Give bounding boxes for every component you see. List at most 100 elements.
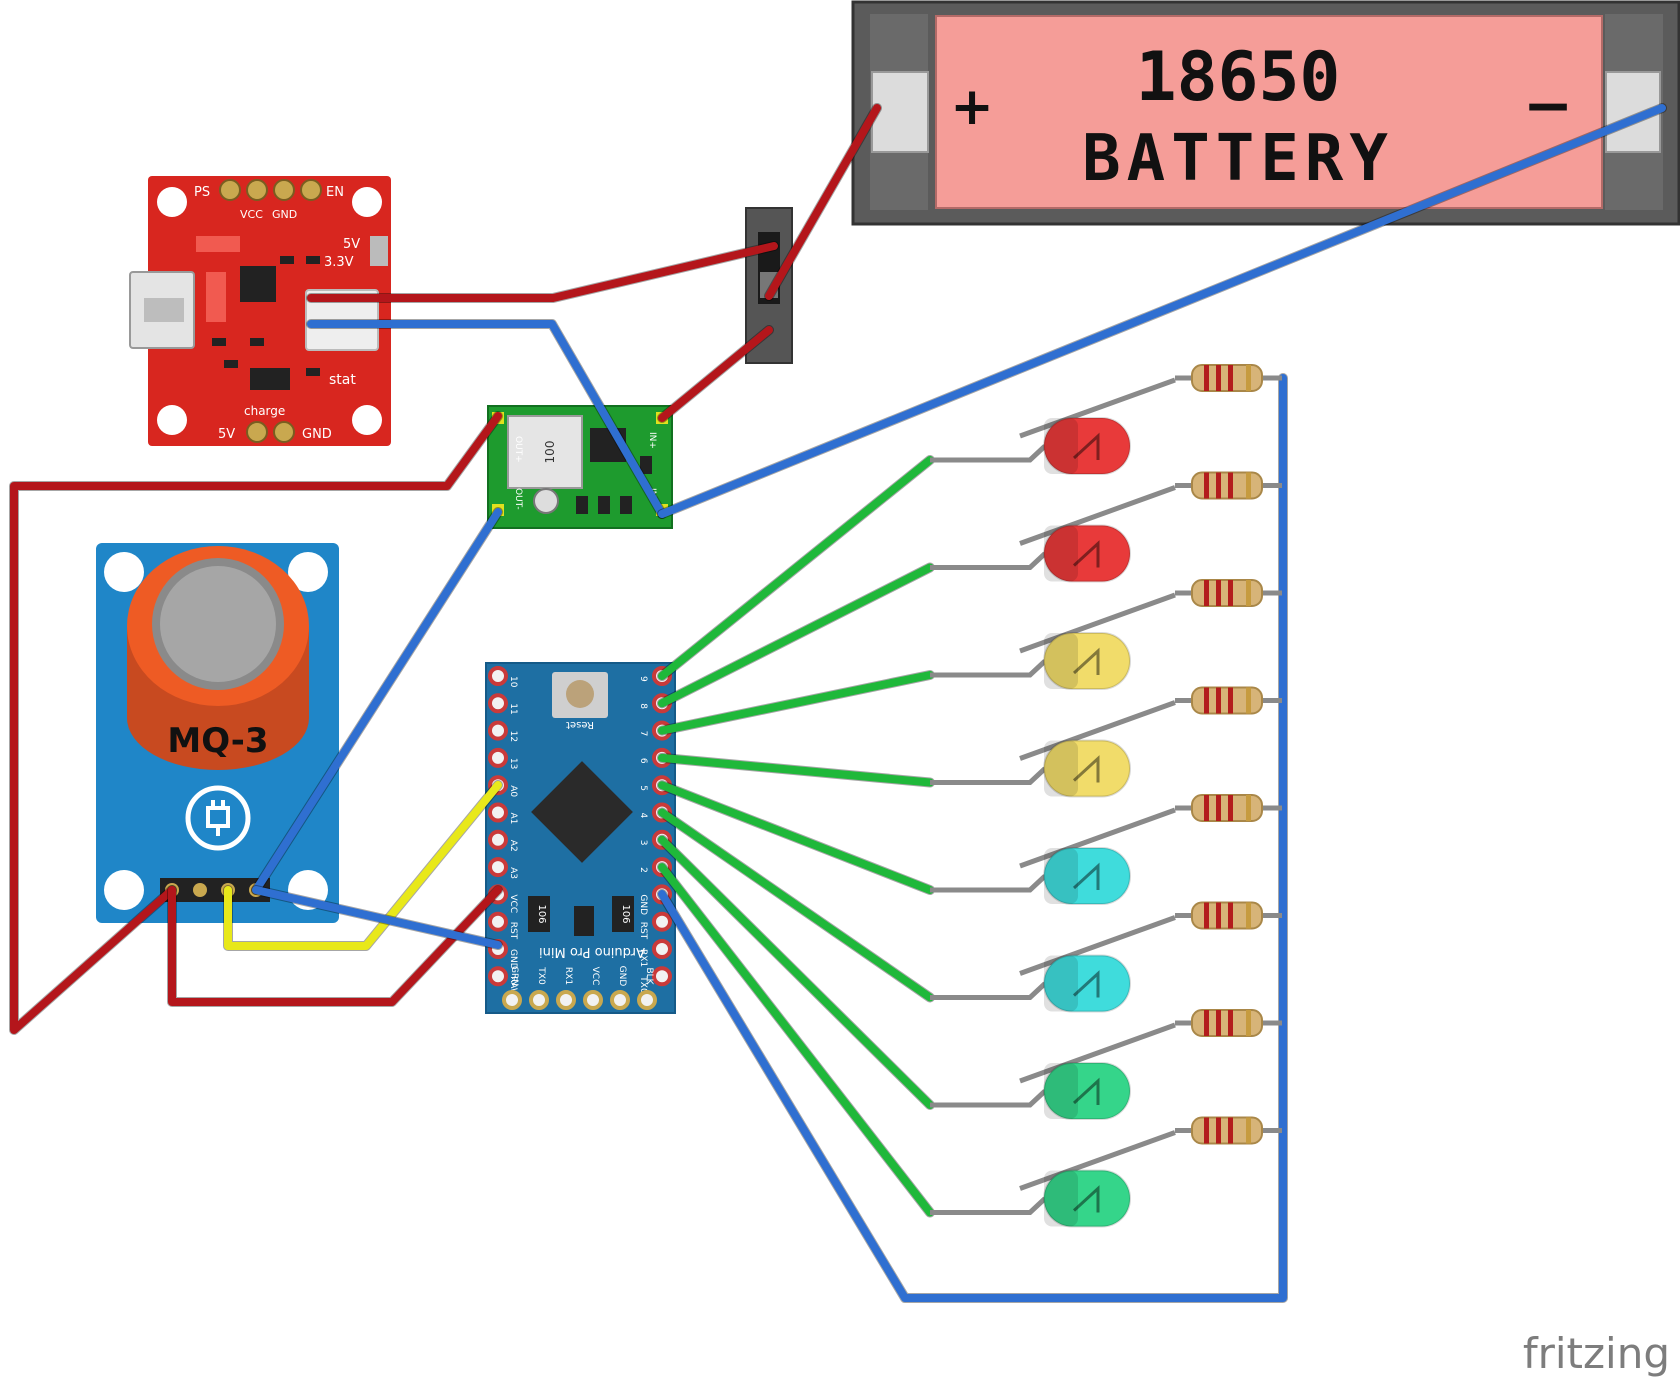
boost-inductor [507, 415, 583, 489]
arduino-name-label: Arduino Pro Mini [539, 944, 645, 959]
resistor-band [1216, 472, 1221, 499]
arduino-pin-tx0[interactable] [652, 966, 672, 987]
arduino-pin-rx1[interactable] [652, 939, 672, 959]
charger-ic [240, 266, 276, 302]
resistor-band [1204, 1117, 1209, 1144]
sensor-header [160, 878, 270, 902]
resistor-body [1191, 364, 1263, 392]
charger-label-5v: 5V [343, 237, 360, 252]
arduino-pin-label: 12 [508, 731, 518, 742]
arduino-pin-label: A1 [508, 813, 518, 825]
resistor-band [1228, 687, 1233, 714]
led-rim [1044, 418, 1078, 474]
led-lead [930, 981, 1047, 1000]
led-body [1043, 417, 1131, 475]
arduino-pin-label: GND [638, 894, 648, 915]
resistor-band [1216, 902, 1221, 929]
arduino-pin-label: RAW [508, 976, 518, 997]
arduino-bottom-pin-rx1[interactable] [556, 990, 576, 1010]
reset-label: Reset [566, 719, 594, 730]
led-lead [1019, 1130, 1176, 1191]
led-yellow[interactable] [930, 686, 1282, 798]
arduino-bottom-pin-gnd[interactable] [610, 990, 630, 1010]
arduino-bottom-pin-blk[interactable] [637, 990, 657, 1010]
led-lead [930, 766, 1047, 785]
led-red[interactable] [930, 364, 1282, 475]
battery-holder[interactable]: 18650 BATTERY + − [851, 0, 1680, 226]
led-lead [930, 1089, 1047, 1108]
booster-label-out-minus: OUT- [513, 488, 523, 510]
battery-label-line1: 18650 [1136, 38, 1341, 117]
led-rim [1044, 955, 1078, 1012]
mq3-gas-sensor[interactable]: MQ-3 [96, 543, 339, 923]
arduino-bottom-pin-label: TX0 [536, 966, 546, 985]
arduino-pin-11[interactable] [488, 693, 508, 714]
arduino-bottom-pin-grn[interactable] [502, 990, 522, 1010]
arduino-bottom-pin-label: GND [617, 966, 627, 987]
arduino-pin-13[interactable] [488, 747, 508, 768]
wire-ground-rail [658, 374, 1287, 1302]
arduino-pin-label: VCC [508, 894, 518, 913]
arduino-bottom-pin-label: RX1 [563, 967, 573, 985]
led-cyan[interactable] [930, 901, 1282, 1013]
slide-switch[interactable] [745, 207, 793, 364]
arduino-pin-label: 5 [638, 785, 648, 791]
dc-boost-converter[interactable]: 100 OUT+ OUT- IN+ IN- [487, 405, 673, 529]
led-red[interactable] [930, 471, 1282, 583]
arduino-bottom-pin-vcc[interactable] [583, 990, 603, 1010]
resistor-band [1228, 1117, 1233, 1144]
resistor-band [1228, 1010, 1233, 1036]
led-body [1043, 1062, 1131, 1120]
wire-booster-out-minus [252, 508, 502, 894]
led-lead [930, 874, 1047, 893]
led-cyan[interactable] [930, 794, 1282, 905]
arduino-bottom-pin-tx0[interactable] [529, 990, 549, 1010]
regulator-2-label: 106 [620, 904, 631, 923]
resistor-band [1246, 1010, 1251, 1036]
charger-label-vcc: VCC [240, 208, 263, 221]
wire-booster-out-plus [10, 412, 502, 1034]
wire-sensor-analog [224, 781, 502, 950]
resistor-body [1191, 1009, 1263, 1037]
led-green[interactable] [930, 1116, 1282, 1228]
charger-label-gnd: GND [272, 208, 297, 221]
arduino-pin-12[interactable] [488, 720, 508, 741]
arduino-pin-raw[interactable] [488, 966, 508, 987]
arduino-pin-rst[interactable] [652, 911, 672, 932]
led-lead [930, 659, 1047, 678]
arduino-pin-label: 13 [508, 758, 518, 769]
lipo-charger-board[interactable]: PS EN VCC GND 5V 3.3V stat charge 5V GND [129, 176, 391, 446]
led-rim [1044, 525, 1078, 582]
led-body [1043, 1169, 1131, 1228]
arduino-pin-rst[interactable] [488, 911, 508, 932]
led-anvil [1072, 970, 1100, 998]
led-array [930, 364, 1282, 1228]
resistor-band [1216, 1010, 1221, 1036]
battery-minus-symbol: − [1523, 71, 1573, 141]
arduino-pin-a1[interactable] [488, 802, 508, 823]
arduino-pin-a2[interactable] [488, 829, 508, 850]
battery-label-line2: BATTERY [1082, 122, 1394, 196]
arduino-pin-10[interactable] [488, 666, 508, 686]
wire-led-signal-6 [658, 808, 934, 1002]
resistor-band [1246, 580, 1251, 606]
led-green[interactable] [930, 1009, 1282, 1120]
led-rim [1044, 1063, 1078, 1119]
led-body [1043, 954, 1131, 1013]
trimmer-pot[interactable] [533, 488, 559, 514]
arduino-pin-label: A3 [508, 867, 518, 879]
resistor-band [1246, 687, 1251, 714]
resistor-band [1204, 365, 1209, 391]
arduino-pin-a3[interactable] [488, 857, 508, 878]
wire-sensor-gnd [252, 886, 502, 949]
resistor-band [1228, 580, 1233, 606]
led-body [1043, 847, 1131, 905]
charger-label-ps: PS [194, 185, 210, 200]
resistor-band [1204, 580, 1209, 606]
led-lead [1019, 807, 1176, 869]
led-anvil [1072, 1077, 1100, 1105]
wire-battery-negative [658, 104, 1666, 518]
arduino-pro-mini[interactable]: Reset 106 106 Arduino Pro Mini 10111213A… [485, 662, 676, 1014]
led-yellow[interactable] [930, 579, 1282, 690]
resistor-band [1228, 472, 1233, 499]
